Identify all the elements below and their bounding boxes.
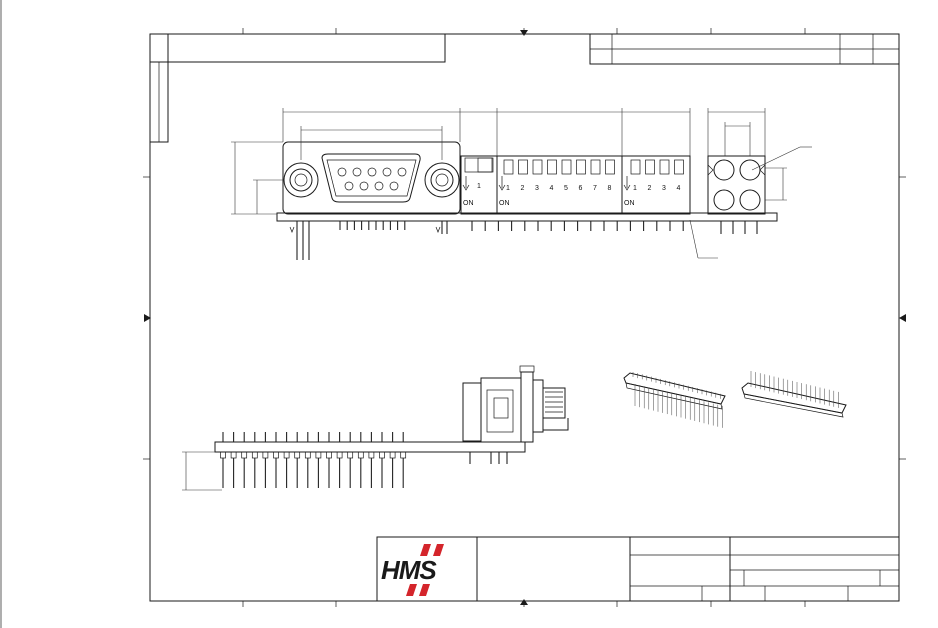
dip-switch-c: ON 1 2 3 4 — [621, 155, 691, 215]
iso-pin-header-left — [623, 372, 726, 428]
dip-switch-b-toggle — [532, 159, 543, 175]
logo-stripe — [420, 544, 431, 556]
logo-stripe — [433, 544, 444, 556]
dip-switch-b-toggle — [547, 159, 557, 175]
dip-switch-b-toggle — [576, 159, 586, 175]
dip-switch-b-toggle — [518, 159, 528, 175]
header-pin-spacer — [262, 451, 269, 459]
side-view-pin-header — [220, 432, 407, 488]
dip-switch-a-number: 1 — [477, 183, 481, 190]
dip-switch-b-number: 8 — [608, 185, 612, 192]
header-pin-spacer — [315, 451, 322, 459]
header-pin-spacer — [400, 451, 407, 459]
dip-switch-b-number: 1 — [506, 185, 510, 192]
logo-stripe — [419, 584, 430, 596]
dip-switch-c-toggle — [645, 159, 655, 175]
dip-switch-c-toggle — [630, 159, 641, 175]
dip-switch-c-number: 4 — [677, 185, 681, 192]
logo-stripes — [406, 544, 444, 596]
dip-switch-b-toggle — [605, 159, 615, 175]
header-pin-spacer — [368, 451, 375, 459]
header-pin-spacer — [326, 451, 332, 459]
header-pin-spacer — [251, 451, 258, 459]
front-view-pins — [339, 221, 758, 234]
dip-switch-b-on-label: ON — [499, 200, 510, 207]
dip-switch-b-toggle — [590, 159, 601, 175]
dip-switch-b-number: 6 — [579, 185, 583, 192]
led-block — [707, 155, 766, 215]
dip-switch-c-toggle — [674, 159, 684, 175]
dip-switch-c-toggle — [659, 159, 670, 175]
header-pin-spacer — [389, 451, 396, 459]
dip-switch-c-number: 1 — [633, 185, 637, 192]
header-pin-spacer — [220, 451, 226, 459]
dsub-leads — [289, 221, 448, 260]
zone-ticks — [143, 28, 906, 607]
iso-pin-header-right — [741, 371, 847, 418]
logo-text: HMS — [381, 555, 437, 585]
dip-switch-b-toggle — [503, 159, 514, 175]
front-view: 1 ON ON 1 2 3 4 5 6 7 8 ON 1 2 3 4 — [231, 108, 812, 260]
dip-switch-c-number: 2 — [648, 185, 652, 192]
logo-stripe — [406, 584, 417, 596]
dip-switch-c-number: 3 — [662, 185, 666, 192]
drawing-border — [149, 33, 900, 602]
title-block — [376, 536, 900, 602]
revision-block — [149, 33, 446, 143]
header-pin-spacer — [347, 451, 354, 459]
hms-logo: HMS — [381, 544, 444, 596]
header-pin-spacer — [336, 451, 343, 459]
header-pin-spacer — [273, 451, 279, 459]
dip-switch-a: 1 ON — [460, 155, 498, 215]
header-pin-spacer — [294, 451, 301, 459]
dsub-pins — [337, 167, 407, 191]
top-right-block — [589, 33, 900, 65]
header-pin-spacer — [230, 451, 237, 459]
side-view — [182, 365, 569, 491]
dip-switch-b-number: 3 — [535, 185, 539, 192]
dip-switch-b: ON 1 2 3 4 5 6 7 8 — [496, 155, 623, 215]
dip-switch-b-toggle — [561, 159, 572, 175]
header-pin-spacer — [304, 451, 311, 459]
header-pin-spacer — [357, 451, 364, 459]
dip-switch-b-number: 7 — [593, 185, 597, 192]
dip-switch-b-number: 5 — [564, 185, 568, 192]
dip-switch-a-on-label: ON — [463, 200, 474, 207]
dimension-lines — [231, 108, 812, 259]
header-pin-spacer — [241, 451, 248, 459]
dip-switch-c-on-label: ON — [624, 200, 635, 207]
dip-switch-b-number: 2 — [521, 185, 525, 192]
header-pin-spacer — [283, 451, 290, 459]
dip-switch-b-number: 4 — [550, 185, 554, 192]
header-pin-spacer — [379, 451, 385, 459]
